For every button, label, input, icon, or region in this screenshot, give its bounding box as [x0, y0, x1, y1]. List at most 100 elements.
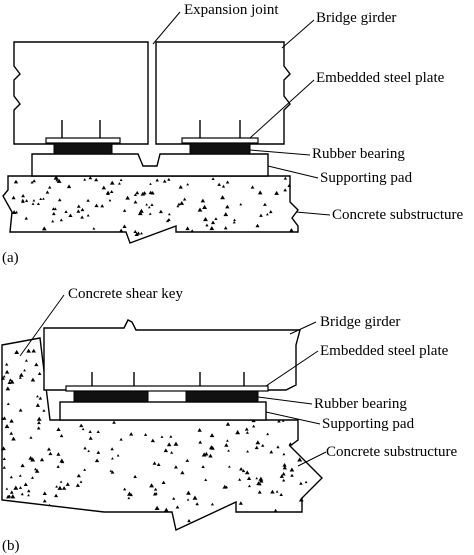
aggregate-speck — [66, 184, 72, 189]
aggregate-speck — [208, 453, 213, 458]
aggregate-speck — [210, 220, 216, 225]
bridge-girder-left-a — [13, 41, 149, 145]
aggregate-speck — [42, 491, 47, 495]
aggregate-speck — [10, 494, 16, 499]
panel-b: Concrete shear key Bridge girder Embedde… — [0, 286, 458, 554]
aggregate-speck — [279, 493, 283, 497]
aggregate-speck — [110, 447, 114, 451]
aggregate-speck — [2, 457, 6, 460]
aggregate-speck — [123, 487, 127, 491]
aggregate-speck — [227, 449, 230, 452]
aggregate-speck — [30, 377, 36, 382]
aggregate-speck — [269, 450, 274, 454]
aggregate-speck — [55, 178, 59, 182]
aggregate-speck — [108, 199, 112, 202]
aggregate-speck — [36, 202, 40, 206]
aggregate-speck — [119, 178, 123, 182]
bridge-girder-b — [43, 319, 301, 391]
leader-embedded-steel-plate — [249, 79, 315, 139]
aggregate-speck — [4, 424, 10, 429]
aggregate-speck — [37, 371, 42, 375]
aggregate-speck — [51, 207, 56, 211]
aggregate-speck — [20, 492, 24, 496]
aggregate-speck — [127, 491, 132, 496]
leader-rubber-bearing-b — [257, 396, 313, 405]
aggregate-speck — [64, 210, 68, 213]
aggregate-speck — [259, 213, 263, 217]
aggregate-speck — [129, 432, 134, 436]
aggregate-speck — [149, 182, 152, 185]
aggregate-speck — [161, 480, 166, 485]
concrete-substructure-a — [2, 175, 299, 244]
aggregate-speck — [59, 434, 64, 438]
aggregate-speck — [20, 463, 25, 468]
aggregate-speck — [83, 468, 87, 471]
aggregate-speck — [198, 440, 203, 444]
aggregate-speck — [133, 193, 137, 197]
aggregate-speck — [208, 445, 214, 450]
aggregate-speck — [9, 490, 14, 494]
label-embedded-steel-plate-b: Embedded steel plate — [320, 343, 449, 359]
bridge-girder-right-a — [155, 41, 291, 145]
aggregate-speck — [211, 177, 215, 180]
aggregate-speck — [245, 431, 249, 434]
aggregate-speck — [195, 502, 199, 506]
aggregate-speck — [88, 176, 93, 180]
aggregate-speck — [190, 229, 195, 233]
rubber-bearing — [73, 390, 149, 403]
aggregate-speck — [41, 226, 47, 231]
aggregate-speck — [105, 190, 111, 195]
aggregate-speck — [140, 191, 146, 196]
aggregate-speck — [21, 198, 25, 202]
aggregate-speck — [257, 490, 262, 494]
aggregate-speck — [96, 430, 100, 434]
aggregate-speck — [241, 469, 246, 473]
aggregate-speck — [37, 420, 41, 425]
aggregate-speck — [14, 349, 20, 354]
aggregate-speck — [23, 368, 26, 372]
aggregate-speck — [32, 179, 36, 183]
aggregate-speck — [100, 204, 105, 208]
aggregate-speck — [150, 438, 155, 443]
aggregate-speck — [225, 180, 230, 184]
aggregate-speck — [9, 379, 15, 384]
aggregate-speck — [258, 476, 264, 481]
aggregate-speck — [252, 424, 256, 428]
aggregate-speck — [28, 455, 33, 460]
aggregate-speck — [27, 493, 30, 497]
leader-concrete-substructure — [295, 211, 331, 216]
aggregate-speck — [244, 470, 250, 475]
aggregate-speck — [224, 443, 229, 447]
aggregate-speck — [42, 499, 47, 503]
aggregate-speck — [290, 473, 294, 477]
aggregate-speck — [75, 483, 80, 487]
aggregate-speck — [288, 442, 293, 446]
aggregate-speck — [38, 396, 43, 400]
aggregate-speck — [76, 473, 81, 478]
aggregate-speck — [76, 204, 81, 208]
aggregate-speck — [239, 202, 243, 206]
aggregate-speck — [122, 224, 127, 229]
aggregate-speck — [18, 408, 23, 412]
aggregate-speck — [214, 217, 218, 221]
aggregate-speck — [227, 465, 231, 468]
aggregate-speck — [239, 467, 244, 471]
label-supporting-pad-b: Supporting pad — [322, 416, 415, 432]
aggregate-speck — [25, 199, 29, 202]
aggregate-speck — [106, 192, 110, 195]
aggregate-speck — [274, 190, 279, 195]
aggregate-speck — [154, 491, 158, 495]
aggregate-speck — [8, 378, 13, 382]
aggregate-speck — [111, 457, 114, 460]
aggregate-speck — [61, 486, 67, 490]
aggregate-speck — [87, 449, 90, 453]
label-rubber-bearing: Rubber bearing — [312, 146, 405, 162]
aggregate-speck — [140, 231, 143, 235]
panel-tag-a: (a) — [2, 250, 19, 266]
aggregate-speck — [299, 481, 303, 485]
aggregate-speck — [35, 403, 41, 407]
aggregate-speck — [167, 217, 171, 221]
aggregate-speck — [109, 469, 113, 472]
supporting-pad-b — [59, 401, 267, 421]
label-embedded-steel-plate: Embedded steel plate — [316, 70, 445, 86]
